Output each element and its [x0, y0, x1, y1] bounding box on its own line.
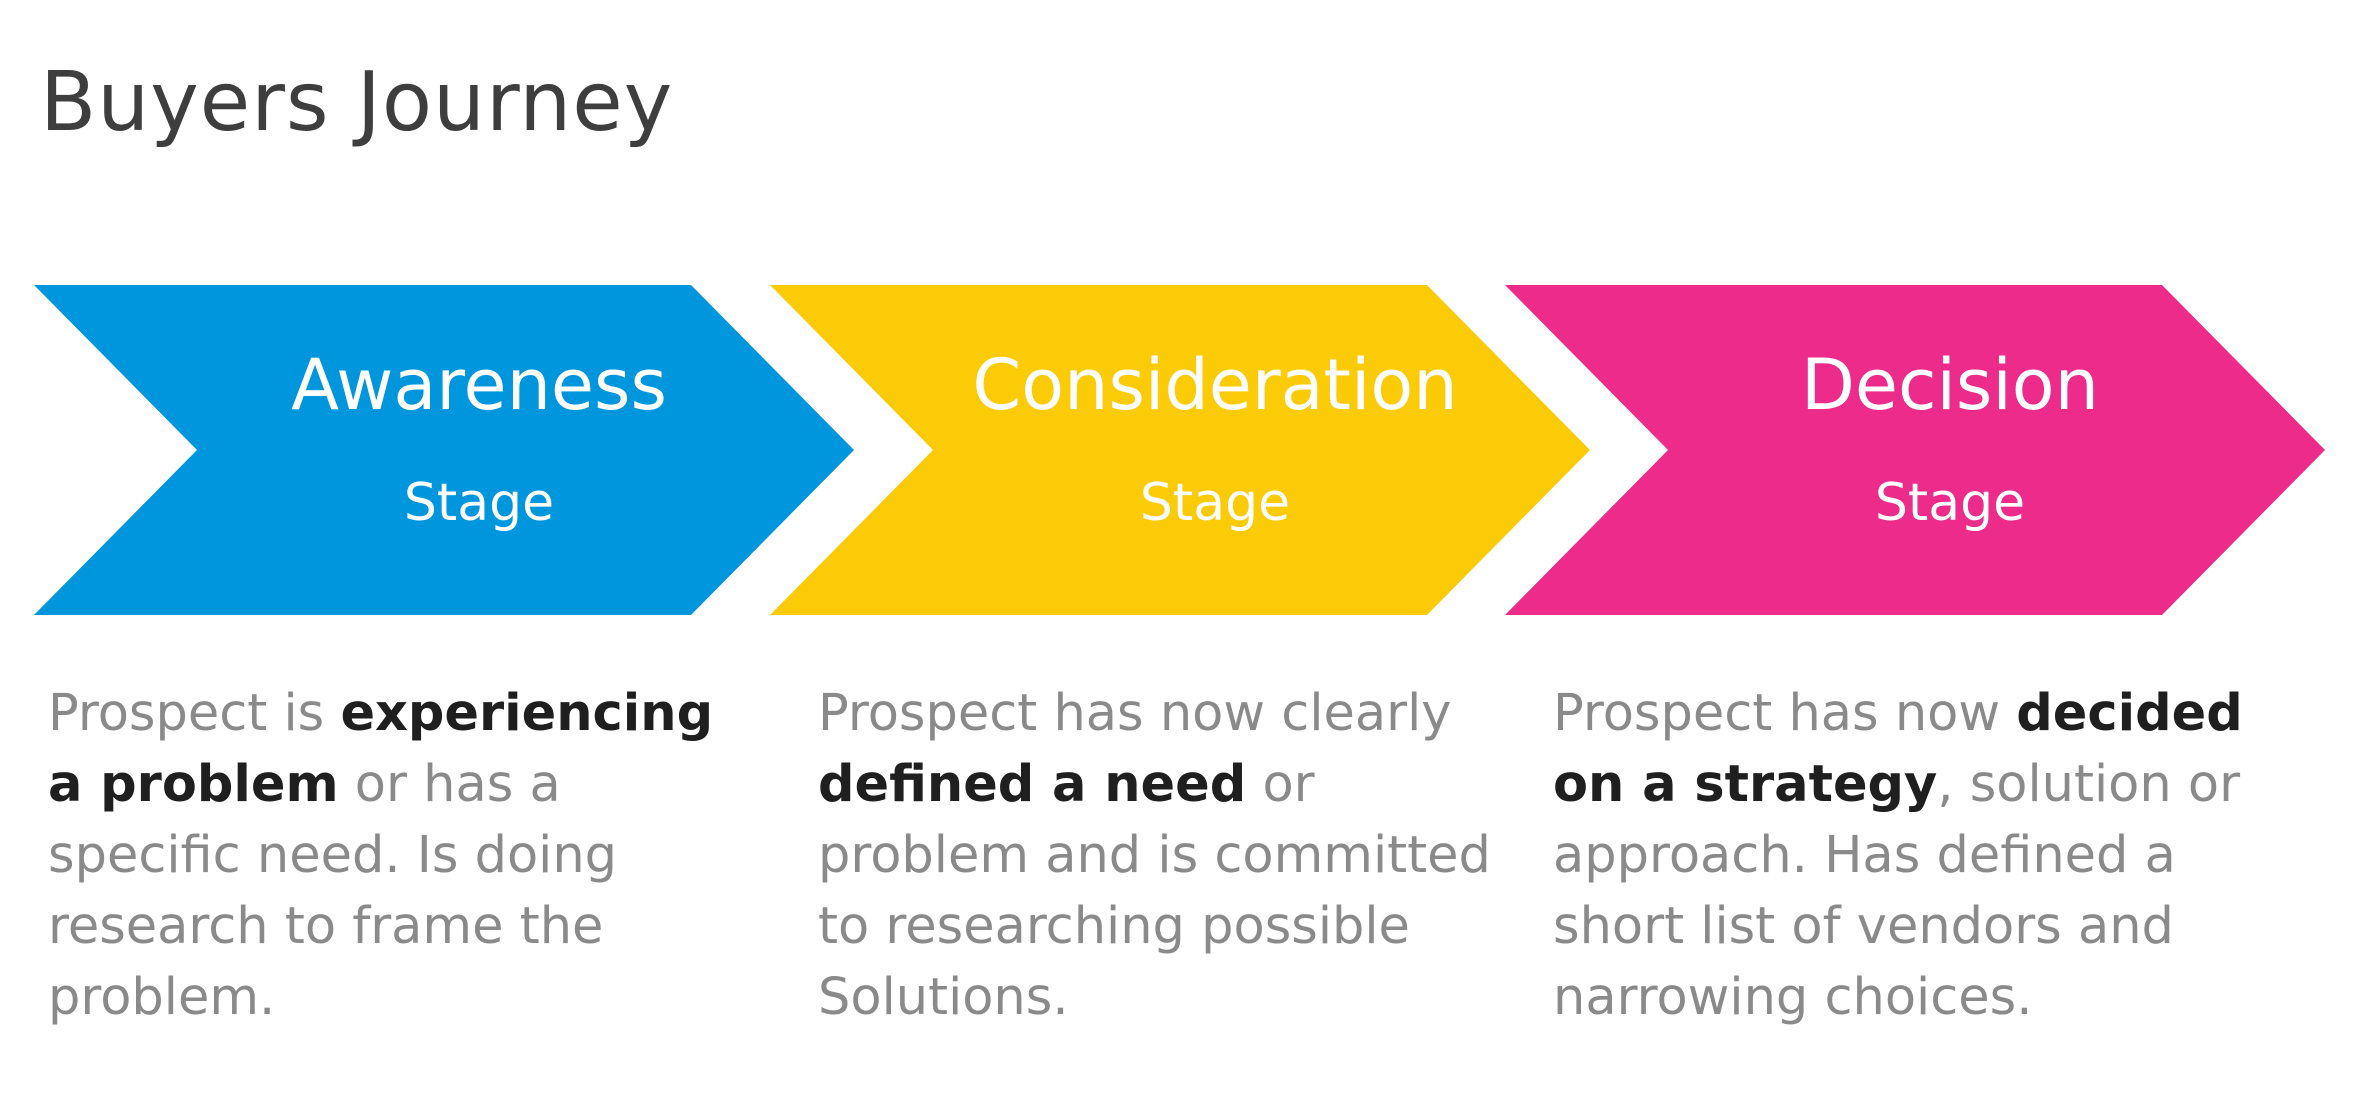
stage-subtitle: Stage — [1874, 473, 2026, 533]
page-title: Buyers Journey — [40, 55, 674, 150]
description-text: , solution or approach. Has defined a sh… — [1553, 755, 2241, 1027]
stage-arrow-decision: Decision Stage — [1505, 285, 2325, 615]
stage-description-consideration: Prospect has now clearly defined a need … — [818, 678, 1508, 1033]
stage-arrow-consideration: Consideration Stage — [770, 285, 1590, 615]
stage-description-decision: Prospect has now decided on a strategy, … — [1553, 678, 2243, 1033]
stage-subtitle: Stage — [403, 473, 555, 533]
description-text: Prospect is — [48, 684, 341, 743]
description-text: or has a specific need. Is doing researc… — [48, 755, 618, 1027]
stage-subtitle: Stage — [1139, 473, 1291, 533]
description-text: Prospect has now — [1553, 684, 2017, 743]
description-emphasis: defined a need — [818, 755, 1247, 814]
stage-description-awareness: Prospect is experiencing a problem or ha… — [48, 678, 738, 1033]
stage-name: Consideration — [972, 344, 1458, 426]
stage-name: Decision — [1800, 344, 2099, 426]
description-text: Prospect has now clearly — [818, 684, 1452, 743]
description-emphasis: experiencing a problem — [48, 684, 714, 814]
description-emphasis: decided on a strategy — [1553, 684, 2243, 814]
stage-arrow-awareness: Awareness Stage — [34, 285, 854, 615]
description-text: or problem and is committed to researchi… — [818, 755, 1491, 1027]
stage-name: Awareness — [291, 344, 667, 426]
